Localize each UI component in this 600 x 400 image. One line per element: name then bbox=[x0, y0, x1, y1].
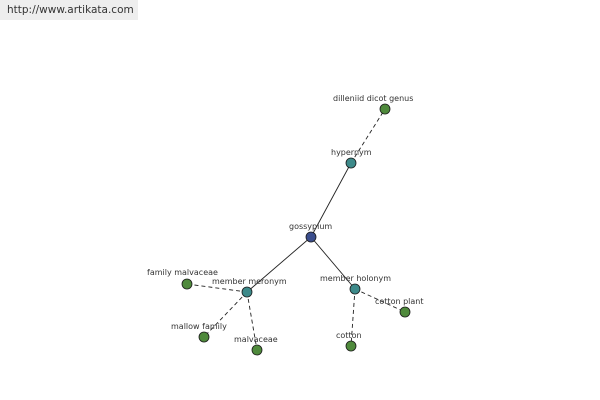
node-label-mallow-family[interactable]: mallow family bbox=[171, 322, 227, 331]
edge-member-meronym-to-malvaceae bbox=[246, 291, 258, 351]
edge-member-meronym-to-family-malvaceae bbox=[186, 283, 248, 293]
site-url-bar[interactable]: http://www.artikata.com bbox=[0, 0, 138, 20]
graph-edges bbox=[186, 108, 406, 351]
node-hypernym[interactable] bbox=[345, 157, 357, 169]
node-mallow-family[interactable] bbox=[198, 331, 210, 343]
node-label-gossypium[interactable]: gossypium bbox=[289, 222, 332, 231]
edge-member-holonym-to-cotton-plant bbox=[354, 288, 406, 313]
node-cotton-plant[interactable] bbox=[399, 306, 411, 318]
edge-gossypium-to-member-meronym bbox=[246, 236, 312, 293]
edge-member-holonym-to-cotton bbox=[350, 288, 356, 347]
node-label-cotton-plant[interactable]: cotton plant bbox=[375, 297, 423, 306]
node-label-family-malvaceae[interactable]: family malvaceae bbox=[147, 268, 218, 277]
node-label-malvaceae[interactable]: malvaceae bbox=[234, 335, 278, 344]
edge-gossypium-to-hypernym bbox=[310, 162, 352, 238]
graph-labels: gossypium hypernym member meronym member ho… bbox=[147, 94, 423, 344]
node-label-hypernym[interactable]: hypernym bbox=[331, 148, 372, 157]
edge-gossypium-to-member-holonym bbox=[310, 236, 356, 290]
node-malvaceae[interactable] bbox=[251, 344, 263, 356]
node-label-member-meronym[interactable]: member meronym bbox=[212, 277, 287, 286]
graph-nodes bbox=[181, 103, 411, 356]
node-dilleniid-dicot-genus[interactable] bbox=[379, 103, 391, 115]
edge-member-meronym-to-mallow-family bbox=[203, 291, 248, 338]
node-label-dilleniid-dicot-genus[interactable]: dilleniid dicot genus bbox=[333, 94, 413, 103]
node-label-cotton[interactable]: cotton bbox=[336, 331, 362, 340]
node-family-malvaceae[interactable] bbox=[181, 278, 193, 290]
node-member-holonym[interactable] bbox=[349, 283, 361, 295]
node-label-member-holonym[interactable]: member holonym bbox=[320, 274, 391, 283]
node-member-meronym[interactable] bbox=[241, 286, 253, 298]
node-gossypium[interactable] bbox=[305, 231, 317, 243]
node-cotton[interactable] bbox=[345, 340, 357, 352]
edge-hypernym-to-dilleniid-dicot-genus bbox=[350, 108, 386, 164]
site-url-text[interactable]: http://www.artikata.com bbox=[7, 4, 134, 16]
